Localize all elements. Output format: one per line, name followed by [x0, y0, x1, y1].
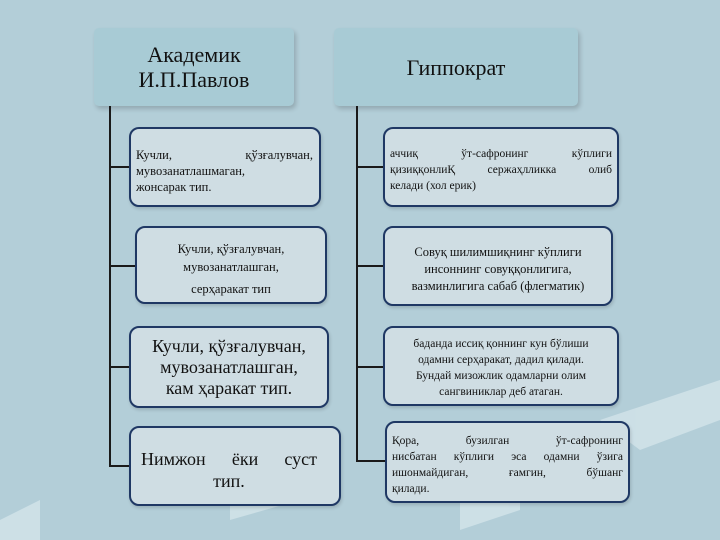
pavlov-type-1-line-2: мувозанатлашмаган,	[136, 164, 246, 178]
hippocrates-type-3-line-2: одамни серҳаракат, дадил қилади.	[418, 354, 584, 366]
pavlov-type-4-line-1: Нимжон ёки суст	[141, 449, 317, 469]
pavlov-connector-3	[109, 366, 129, 368]
hippocrates-type-1-line-1: аччиқ ўт-сафронинг кўплиги	[390, 148, 612, 160]
pavlov-type-4-line-2: тип.	[213, 471, 245, 491]
pavlov-type-4: Нимжон ёки суст тип.	[129, 426, 341, 506]
hippocrates-type-3: баданда иссиқ қоннинг кун бўлиши одамни …	[383, 326, 619, 406]
pavlov-connector-2	[109, 265, 135, 267]
hippocrates-connector-3	[356, 366, 383, 368]
pavlov-header-line-1: Академик	[147, 42, 241, 67]
hippocrates-header: Гиппократ	[334, 28, 578, 106]
hippocrates-type-1-line-2: қизиққонлиҚ сержаҳлликка олиб	[390, 164, 612, 176]
pavlov-header: Академик И.П.Павлов	[94, 28, 294, 106]
pavlov-type-3: Кучли, қўзғалувчан, мувозанатлашган, кам…	[129, 326, 329, 408]
pavlov-header-line-2: И.П.Павлов	[138, 67, 250, 92]
hippocrates-connector-1	[356, 166, 383, 168]
hippocrates-type-3-line-1: баданда иссиқ қоннинг кун бўлиши	[413, 338, 589, 350]
pavlov-type-3-line-3: кам ҳаракат тип.	[165, 378, 293, 398]
pavlov-type-1: Кучли, қўзғалувчан, мувозанатлашмаган, ж…	[129, 127, 321, 207]
hippocrates-connector-vertical	[356, 106, 358, 462]
hippocrates-type-2-line-3: вазминлигига сабаб (флегматик)	[411, 279, 585, 293]
pavlov-type-3-line-2: мувозанатлашган,	[160, 357, 298, 377]
pavlov-type-3-line-1: Кучли, қўзғалувчан,	[152, 336, 306, 356]
hippocrates-type-4-line-4: қилади.	[392, 483, 430, 495]
hippocrates-type-4-line-2: нисбатан кўплиги эса одамни ўзига	[392, 451, 623, 463]
pavlov-type-2-line-1: Кучли, қўзғалувчан,	[177, 242, 285, 256]
hippocrates-type-1: аччиқ ўт-сафронинг кўплиги қизиққонлиҚ с…	[383, 127, 619, 207]
pavlov-type-1-line-1: Кучли, қўзғалувчан,	[136, 148, 313, 162]
pavlov-connector-4	[109, 465, 129, 467]
pavlov-type-2: Кучли, қўзғалувчан, мувозанатлашган, сер…	[135, 226, 327, 304]
hippocrates-type-3-line-4: сангвиниклар деб атаган.	[439, 386, 563, 398]
pavlov-type-2-line-2: мувозанатлашган,	[183, 260, 279, 274]
hippocrates-type-1-line-3: келади (хол ерик)	[390, 180, 476, 192]
hippocrates-connector-2	[356, 265, 383, 267]
hippocrates-type-4-line-3: ишонмайдиган, ғамгин, бўшанг	[392, 467, 623, 479]
hippocrates-type-2: Совуқ шилимшиқнинг кўплиги инсоннинг сов…	[383, 226, 613, 306]
hippocrates-type-2-line-1: Совуқ шилимшиқнинг кўплиги	[414, 245, 582, 259]
hippocrates-type-4-line-1: Қора, бузилган ўт-сафронинг	[392, 435, 623, 447]
pavlov-connector-1	[109, 166, 129, 168]
pavlov-type-2-line-3: серҳаракат тип	[191, 282, 271, 296]
hippocrates-connector-4	[356, 460, 385, 462]
hippocrates-type-4: Қора, бузилган ўт-сафронинг нисбатан кўп…	[385, 421, 630, 503]
hippocrates-header-text: Гиппократ	[406, 54, 506, 80]
hippocrates-type-3-line-3: Бундай мизожлик одамларни олим	[415, 370, 587, 382]
hippocrates-type-2-line-2: инсоннинг совуққонлигига,	[424, 262, 572, 276]
pavlov-type-1-line-3: жонсарак тип.	[136, 180, 212, 194]
pavlov-connector-vertical	[109, 106, 111, 467]
